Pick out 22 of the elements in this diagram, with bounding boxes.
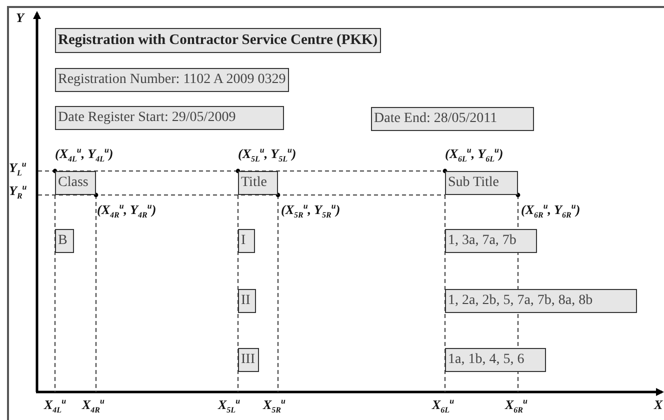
cell-box: 1, 3a, 7a, 7b <box>445 229 537 253</box>
axis-label: X <box>654 397 663 413</box>
coordinate-label: (X$_{5L}$$^{u}$, Y$_{5L}$$^{u}$) <box>238 146 296 162</box>
axis-label: Y <box>16 10 24 26</box>
header-box: Date Register Start: 29/05/2009 <box>55 106 284 130</box>
cell-box: Class <box>55 171 96 195</box>
cell-box: 1, 2a, 2b, 5, 7a, 7b, 8a, 8b <box>445 289 637 313</box>
coordinate-label: (X$_{4R}$$^{u}$, Y$_{4R}$$^{u}$) <box>97 202 156 218</box>
cell-box: 1a, 1b, 4, 5, 6 <box>445 348 546 372</box>
coordinate-label: (X$_{6L}$$^{u}$, Y$_{6L}$$^{u}$) <box>445 146 504 162</box>
cell-box: I <box>238 229 255 253</box>
cell-box: II <box>238 289 256 313</box>
cell-box: B <box>55 229 74 253</box>
cell-box: III <box>238 348 259 372</box>
coordinate-label: (X$_{6R}$$^{u}$, Y$_{6R}$$^{u}$) <box>521 202 580 218</box>
header-box: Registration with Contractor Service Centre (PKK) <box>55 28 381 53</box>
cell-box: Title <box>238 171 278 195</box>
coordinate-label: (X$_{5R}$$^{u}$, Y$_{5R}$$^{u}$) <box>281 202 340 218</box>
header-box: Registration Number: 1102 A 2009 0329 <box>55 68 289 92</box>
header-box: Date End: 28/05/2011 <box>371 107 534 131</box>
cell-box: Sub Title <box>445 171 518 195</box>
coordinate-label: (X$_{4L}$$^{u}$, Y$_{4L}$$^{u}$) <box>55 146 114 162</box>
